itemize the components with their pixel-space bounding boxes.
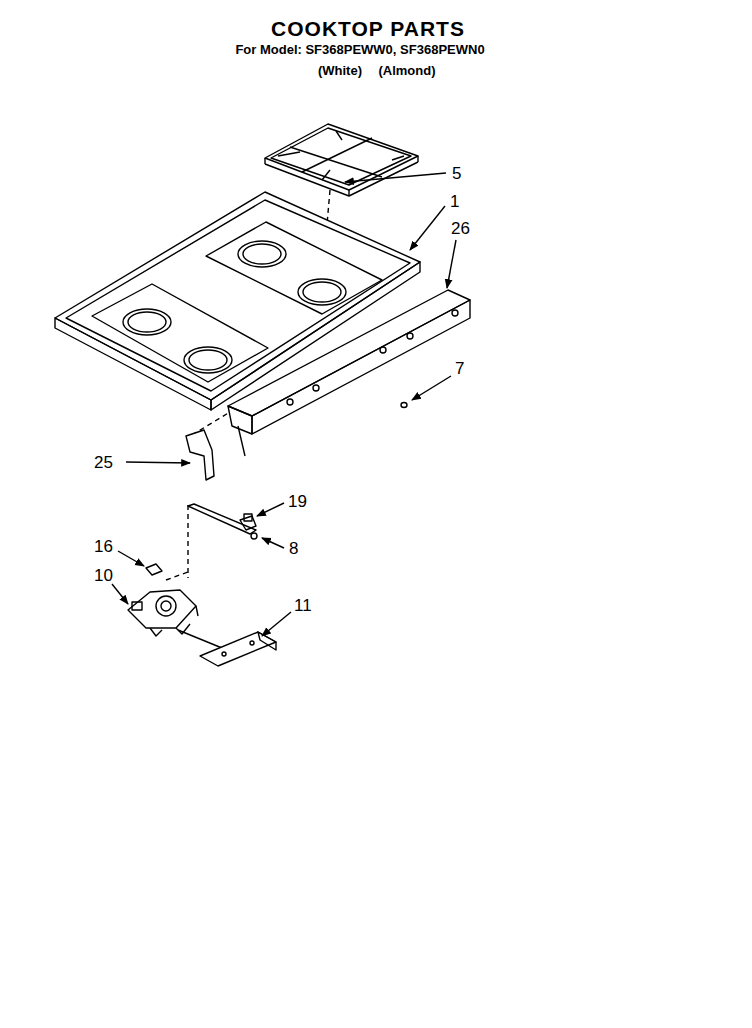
mounting-plate	[200, 632, 276, 666]
leader-lines	[112, 173, 456, 636]
callout-number: 19	[288, 493, 307, 510]
callout-number: 25	[94, 454, 113, 471]
color-note: (Almond)	[378, 64, 435, 77]
nut	[401, 403, 407, 408]
model-line: For Model: SF368PEWW0, SF368PEWN0	[235, 43, 484, 56]
valve	[128, 590, 198, 636]
color-note: (White)	[318, 64, 362, 77]
alignment-line	[166, 572, 188, 580]
callout-number: 8	[289, 540, 298, 557]
ignitor-strip	[188, 504, 257, 539]
callout-number: 26	[451, 220, 470, 237]
callout-number: 11	[294, 597, 312, 614]
callout-number: 1	[450, 193, 459, 210]
callout-number: 10	[94, 567, 113, 584]
burner-grate	[265, 124, 418, 196]
callout-number: 5	[452, 165, 461, 182]
alignment-line	[187, 505, 188, 578]
callout-number: 7	[455, 360, 464, 377]
bracket	[186, 430, 214, 480]
front-rail	[228, 290, 470, 456]
diagram-title: COOKTOP PARTS	[271, 18, 465, 39]
cooktop-frame	[55, 192, 420, 410]
callout-number: 16	[94, 538, 113, 555]
alignment-line	[178, 630, 222, 648]
clip	[146, 564, 162, 575]
